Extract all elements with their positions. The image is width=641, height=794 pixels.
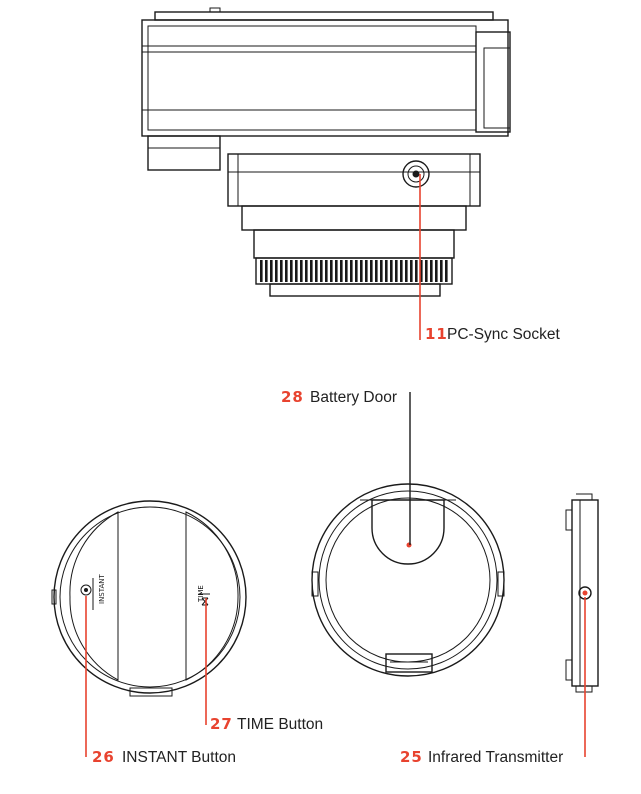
callout-instant-button: 26 INSTANT Button [92, 748, 236, 766]
callout-label: Battery Door [310, 389, 397, 406]
callout-number: 27 [210, 715, 233, 733]
instant-marking: INSTANT [98, 573, 106, 604]
callout-label: PC-Sync Socket [447, 326, 561, 343]
leader-lines [85, 174, 586, 757]
callout-battery-door: 28 Battery Door [281, 388, 397, 406]
callout-label: TIME Button [237, 716, 323, 733]
callout-number: 25 [400, 748, 423, 766]
callout-number: 28 [281, 388, 304, 406]
battery-door [371, 499, 445, 565]
callout-time-button: 27 TIME Button [210, 715, 323, 733]
callout-label: Infrared Transmitter [428, 749, 563, 766]
instant-button-icon [80, 584, 92, 596]
top-view-device [141, 7, 511, 297]
callout-number: 11 [425, 325, 448, 343]
callout-infrared: 25 Infrared Transmitter [400, 748, 563, 766]
pc-sync-socket [402, 160, 430, 188]
callout-pc-sync: 11 PC-Sync Socket [425, 325, 561, 343]
callout-label: INSTANT Button [122, 749, 236, 766]
callout-number: 26 [92, 748, 115, 766]
knurled-ring [260, 260, 448, 282]
rear-view-device [311, 483, 505, 677]
hourglass-icon [201, 597, 209, 606]
side-view-device [565, 493, 599, 693]
front-view-device: INSTANT TIME [51, 500, 247, 697]
